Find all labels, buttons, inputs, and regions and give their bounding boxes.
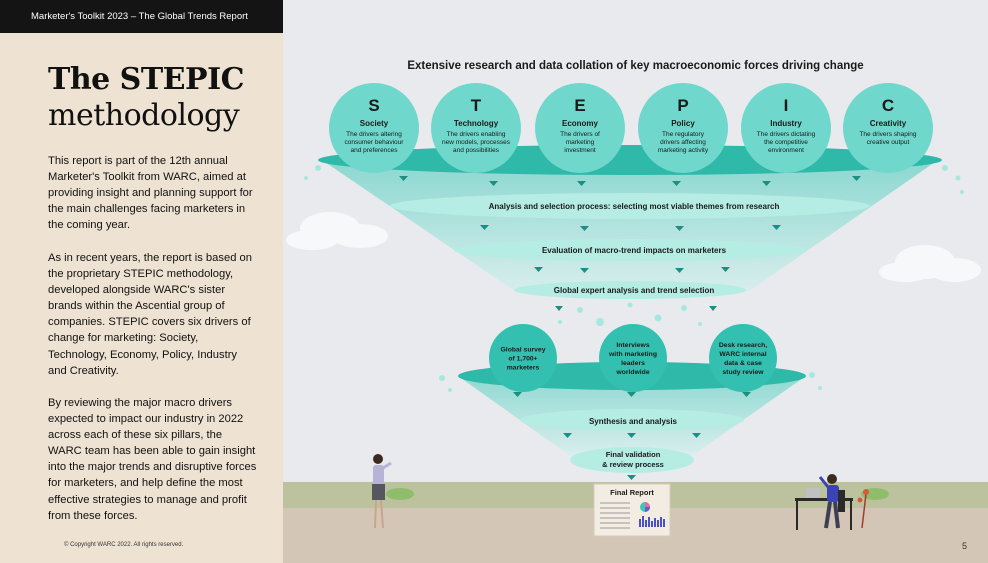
report-label: Marketer's Toolkit 2023 – The Global Tre… — [0, 0, 283, 33]
cloud-left — [286, 212, 388, 250]
pillar-description-line: and possibilities — [453, 147, 500, 154]
pillar-letter: E — [574, 96, 585, 115]
pillar-letter: I — [784, 96, 789, 115]
pillar-description-line: The drivers shaping — [859, 131, 916, 138]
copyright-text: © Copyright WARC 2022. All rights reserv… — [64, 542, 184, 548]
step-analysis-selection: Analysis and selection process: selectin… — [489, 202, 780, 211]
funnel-bottom-arrows — [513, 392, 751, 480]
source-circle — [599, 324, 667, 392]
funnel-top-arrows — [399, 176, 861, 273]
pillar-circle — [741, 83, 831, 173]
source-1: Global survey of 1,700+ marketers — [489, 324, 557, 392]
pillar-description-line: drivers affecting — [660, 139, 706, 146]
page-title-regular: methodology — [48, 98, 240, 133]
step-evaluation: Evaluation of macro-trend impacts on mar… — [542, 246, 727, 255]
pillar-letter: C — [882, 96, 894, 115]
pillar-circle — [843, 83, 933, 173]
final-report-label: Final Report — [610, 488, 654, 497]
funnel-top — [318, 145, 942, 299]
source-circle — [489, 324, 557, 392]
pillar-description-line: marketing activity — [658, 147, 709, 154]
pillar-description-line: The drivers altering — [346, 131, 402, 138]
pillar-description-line: environment — [768, 147, 804, 154]
pillar-description-line: the competitive — [764, 139, 808, 146]
source-label-line: Desk research, — [719, 342, 767, 349]
pillar-description-line: The drivers enabling — [447, 131, 506, 138]
pillar-name: Policy — [671, 119, 695, 128]
source-label-line: Interviews — [616, 342, 649, 349]
intro-paragraph-2: As in recent years, the report is based … — [48, 252, 252, 377]
page-title-bold: The STEPIC — [48, 62, 245, 97]
source-label-line: data & case — [724, 360, 762, 367]
pillar-description-line: investment — [564, 147, 596, 154]
pillar-description-line: consumer behaviour — [345, 139, 405, 146]
source-label-line: leaders — [621, 360, 645, 367]
source-label-line: study review — [722, 369, 764, 376]
diagram-headline: Extensive research and data collation of… — [407, 60, 864, 72]
step-final-validation-line-2: & review process — [602, 460, 664, 469]
pillar-letter: P — [677, 96, 688, 115]
pillar-name: Economy — [562, 119, 599, 128]
source-label-line: Global survey — [501, 347, 546, 354]
pillar-letter: T — [471, 96, 482, 115]
step-final-validation-line-1: Final validation — [606, 450, 661, 459]
pillar-circle — [638, 83, 728, 173]
desk-worker-figure — [795, 474, 869, 530]
source-3: Desk research, WARC internal data & case st… — [709, 324, 777, 392]
source-label-line: with marketing — [608, 351, 657, 358]
presenter-figure — [372, 454, 392, 529]
pillar-name: Society — [360, 119, 389, 128]
pillar-description-line: The drivers of — [560, 131, 600, 138]
final-report-document: Final Report — [593, 483, 671, 537]
pillar-description-line: creative output — [867, 139, 910, 146]
source-label-line: of 1,700+ — [508, 356, 537, 363]
sources: Global survey of 1,700+ marketers Interview… — [489, 324, 777, 392]
source-circle — [709, 324, 777, 392]
source-arrows — [555, 306, 717, 311]
pillar-name: Technology — [454, 119, 499, 128]
page-number: 5 — [962, 541, 968, 551]
pillar-description-line: The drivers dictating — [757, 131, 816, 138]
bubbles — [304, 165, 964, 392]
step-synthesis: Synthesis and analysis — [589, 417, 678, 426]
pillar-description-line: marketing — [566, 139, 595, 146]
pillar-letter: S — [368, 96, 379, 115]
pillar-circle — [329, 83, 419, 173]
cloud-right — [879, 245, 981, 282]
pillar-description-line: new models, processes — [442, 139, 511, 146]
pillar-name: Industry — [770, 119, 802, 128]
source-label-line: WARC internal — [719, 351, 766, 358]
pillar-description-line: and preferences — [351, 147, 399, 154]
step-expert-analysis: Global expert analysis and trend selecti… — [554, 286, 715, 295]
source-label-line: marketers — [507, 365, 540, 372]
intro-paragraph-3: By reviewing the major macro drivers exp… — [48, 397, 257, 522]
intro-paragraph-1: This report is part of the 12th annual M… — [48, 155, 253, 232]
source-label-line: worldwide — [615, 369, 649, 376]
pillar-circle — [431, 83, 521, 173]
pillar-name: Creativity — [870, 119, 907, 128]
pillar-circle — [535, 83, 625, 173]
pillar-description-line: The regulatory — [662, 131, 705, 138]
source-2: Interviews with marketing leaders worldwide — [599, 324, 667, 392]
intro-panel: Marketer's Toolkit 2023 – The Global Tre… — [0, 0, 283, 563]
